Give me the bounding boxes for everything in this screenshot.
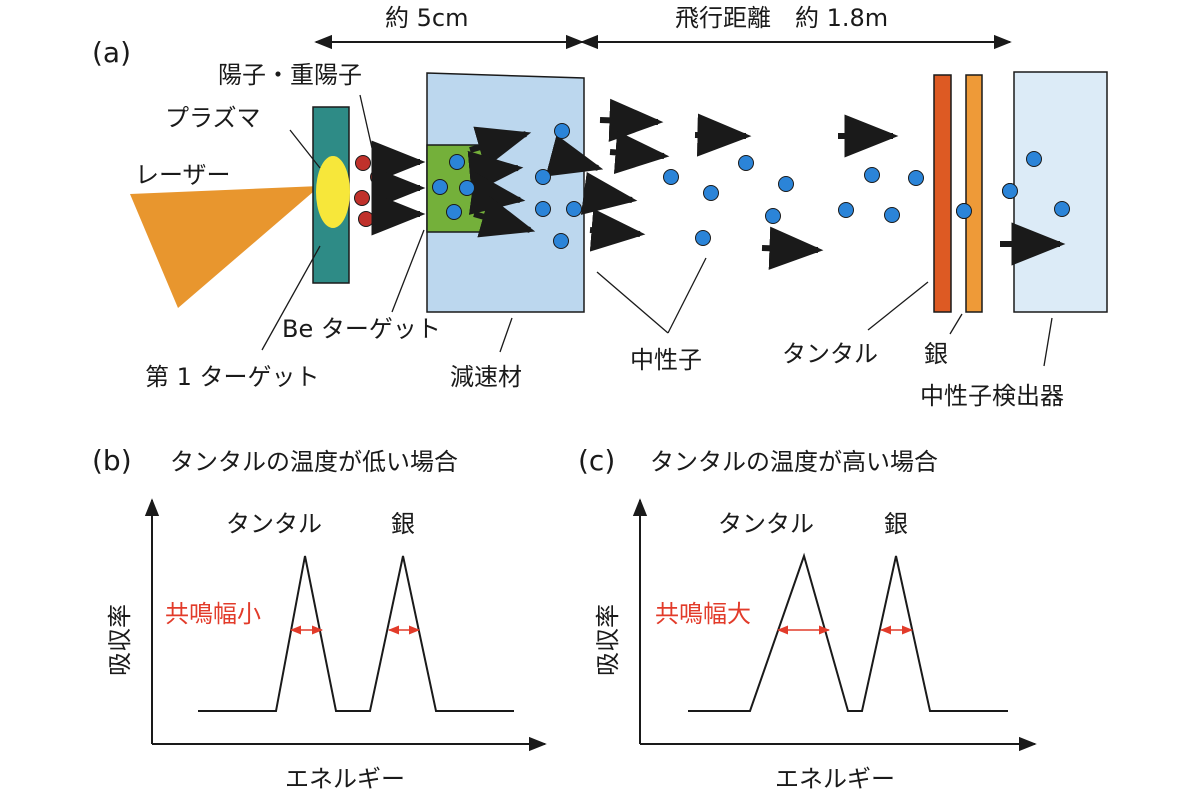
flow-arrow [467, 150, 524, 194]
plasma-leader-line [289, 129, 321, 169]
silver-label: 銀 [924, 340, 948, 368]
flow-arrow [599, 98, 664, 142]
neutron-particle [1026, 151, 1042, 167]
neutron-particle [566, 201, 582, 217]
flow-arrow [469, 126, 532, 169]
flow-arrow [580, 172, 638, 215]
proton-particle [370, 169, 386, 185]
laser-label: レーザー [135, 161, 231, 189]
panel-c-label: (c) [578, 444, 615, 477]
proton-particle [355, 155, 371, 171]
panel-b-xlabel: エネルギー [285, 765, 405, 793]
neutron-particle [908, 170, 924, 186]
neutron-particle [432, 179, 448, 195]
moderator-label: 減速材 [450, 363, 522, 391]
flow-arrow [473, 195, 536, 238]
neutron-particle [703, 185, 719, 201]
panel-b-peak-silver-label: 銀 [391, 510, 415, 538]
silver-plate [965, 74, 983, 313]
panel-b-ylabel: 吸収率 [106, 604, 134, 676]
flow-arrow [694, 113, 752, 157]
panel-c-ylabel: 吸収率 [594, 604, 622, 676]
neutron-particle [535, 169, 551, 185]
neutron-particle [553, 233, 569, 249]
neutron-particle [663, 169, 679, 185]
proton-particle [354, 190, 370, 206]
panel-b-title: タンタルの温度が低い場合 [170, 448, 458, 476]
laser-beam [130, 186, 320, 308]
neutron-leader-line-a [596, 271, 669, 334]
flow-arrow [545, 134, 604, 177]
neutron-detector [1013, 71, 1108, 313]
neutron-particle [738, 155, 754, 171]
detector-label: 中性子検出器 [920, 382, 1064, 410]
panel-c-width-label: 共鳴幅大 [655, 600, 751, 628]
leader-lines [261, 229, 1053, 367]
neutron-particle [838, 202, 854, 218]
neutron-particle [864, 167, 880, 183]
neutron-leader-line-b [667, 257, 707, 334]
silver-leader-line [949, 313, 963, 335]
protons-label: 陽子・重陽子 [218, 61, 362, 89]
neutron-particle [765, 208, 781, 224]
first-target-leader-line [261, 245, 321, 351]
panel-c-xlabel: エネルギー [775, 765, 895, 793]
detector-leader-line [1043, 317, 1053, 367]
be-target-label: Be ターゲット [282, 315, 441, 343]
proton-particle [358, 211, 374, 227]
neutron-particle [459, 180, 475, 196]
tantalum-leader-line [867, 281, 929, 331]
panel-a: (a) 約 5cm 飛行距離 約 1.8m レーザー プラズマ 陽子・重陽子 [92, 4, 1108, 410]
protons-leader-line [359, 94, 373, 149]
flow-arrow [761, 226, 824, 270]
tantalum-plate [933, 74, 952, 313]
neutron-label: 中性子 [630, 346, 702, 374]
panel-a-label: (a) [92, 36, 131, 69]
proton-particle [372, 195, 388, 211]
neutron-particle [535, 201, 551, 217]
neutron-particle [554, 123, 570, 139]
neutron-particle [956, 203, 972, 219]
tantalum-label: タンタル [782, 340, 878, 368]
neutron-particle [1054, 201, 1070, 217]
panel-b: (b) タンタルの温度が低い場合 吸収率 エネルギー タンタル 銀 共鳴幅小 [92, 444, 547, 793]
plasma-spot [316, 156, 350, 228]
panel-b-absorption-curve [198, 555, 514, 712]
distance-long-label: 飛行距離 約 1.8m [675, 4, 888, 32]
panel-c-absorption-curve [688, 552, 1008, 712]
flow-arrow [589, 208, 646, 252]
neutron-particle [1002, 183, 1018, 199]
first-target-label: 第 1 ターゲット [145, 363, 320, 391]
panel-b-peak-tantalum-label: タンタル [226, 510, 322, 538]
panel-b-label: (b) [92, 444, 132, 477]
flow-arrow [609, 130, 670, 174]
panel-c-peak-silver-label: 銀 [884, 510, 908, 538]
neutron-particle [449, 154, 465, 170]
plasma-label: プラズマ [165, 104, 261, 132]
panel-c: (c) タンタルの温度が高い場合 吸収率 エネルギー タンタル 銀 共鳴幅大 [578, 444, 1037, 793]
distance-short-label: 約 5cm [385, 4, 468, 32]
neutron-particle [884, 207, 900, 223]
be-target-leader-line [391, 229, 425, 313]
panel-c-peak-tantalum-label: タンタル [718, 510, 814, 538]
neutron-particle [695, 230, 711, 246]
proton-particle [376, 209, 392, 225]
neutron-particle [446, 204, 462, 220]
moderator-leader-line [499, 317, 513, 353]
panel-b-width-label: 共鳴幅小 [165, 600, 261, 628]
panel-c-title: タンタルの温度が高い場合 [650, 448, 938, 476]
neutron-particle [778, 176, 794, 192]
